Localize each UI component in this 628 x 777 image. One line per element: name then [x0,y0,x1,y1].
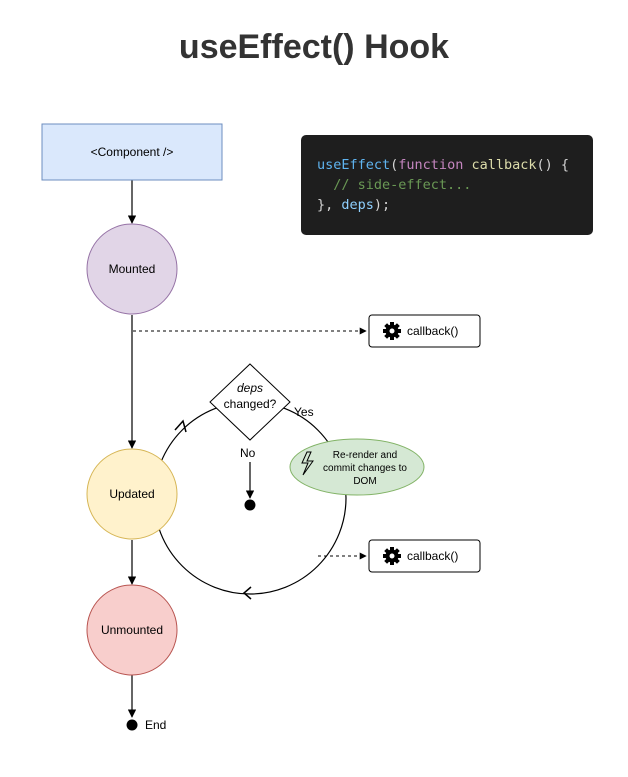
end-terminal [126,719,138,731]
code-usereffect: useEffect [317,157,391,173]
callback-box-2 [368,539,481,573]
yes-label: Yes [294,405,314,419]
mounted-label: Mounted [109,262,156,276]
code-function-keyword: function [398,157,464,173]
rerender-line-1: Re-render and [333,450,397,461]
code-comment: // side-effect... [333,177,472,193]
no-label: No [240,446,256,460]
code-line1-rest: () { [536,157,570,173]
rerender-line-3: DOM [353,476,376,487]
code-open-paren: ( [390,157,399,173]
gear-icon [383,322,401,340]
rerender-line-2: commit changes to [323,463,407,474]
end-label: End [145,718,166,732]
loop-arrowhead-bottom [242,586,252,600]
component-box [41,123,223,181]
decision-changed-label: changed? [224,397,277,411]
updated-label: Updated [109,487,154,501]
unmounted-node [86,584,178,676]
gear-icon [383,547,401,565]
mounted-node [86,223,178,315]
lightning-icon [301,451,314,476]
no-terminal [244,499,256,511]
component-label: <Component /> [91,145,174,159]
code-snippet: useEffect(function callback() { // side-… [301,135,593,235]
page-title: useEffect() Hook [178,28,450,66]
unmounted-label: Unmounted [101,623,163,637]
callback-box-1 [368,314,481,348]
callback-label-2: callback() [407,549,458,563]
loop-arrowhead-top [174,419,187,433]
deps-decision [209,363,291,441]
code-deps: deps [341,197,374,213]
updated-node [86,448,178,540]
code-callback-name: callback [471,157,537,173]
code-line3-start: }, [317,197,342,213]
decision-deps-label: deps [237,381,263,395]
callback-label-1: callback() [407,324,458,338]
code-line3-end: ); [373,197,391,213]
rerender-node [289,438,425,496]
